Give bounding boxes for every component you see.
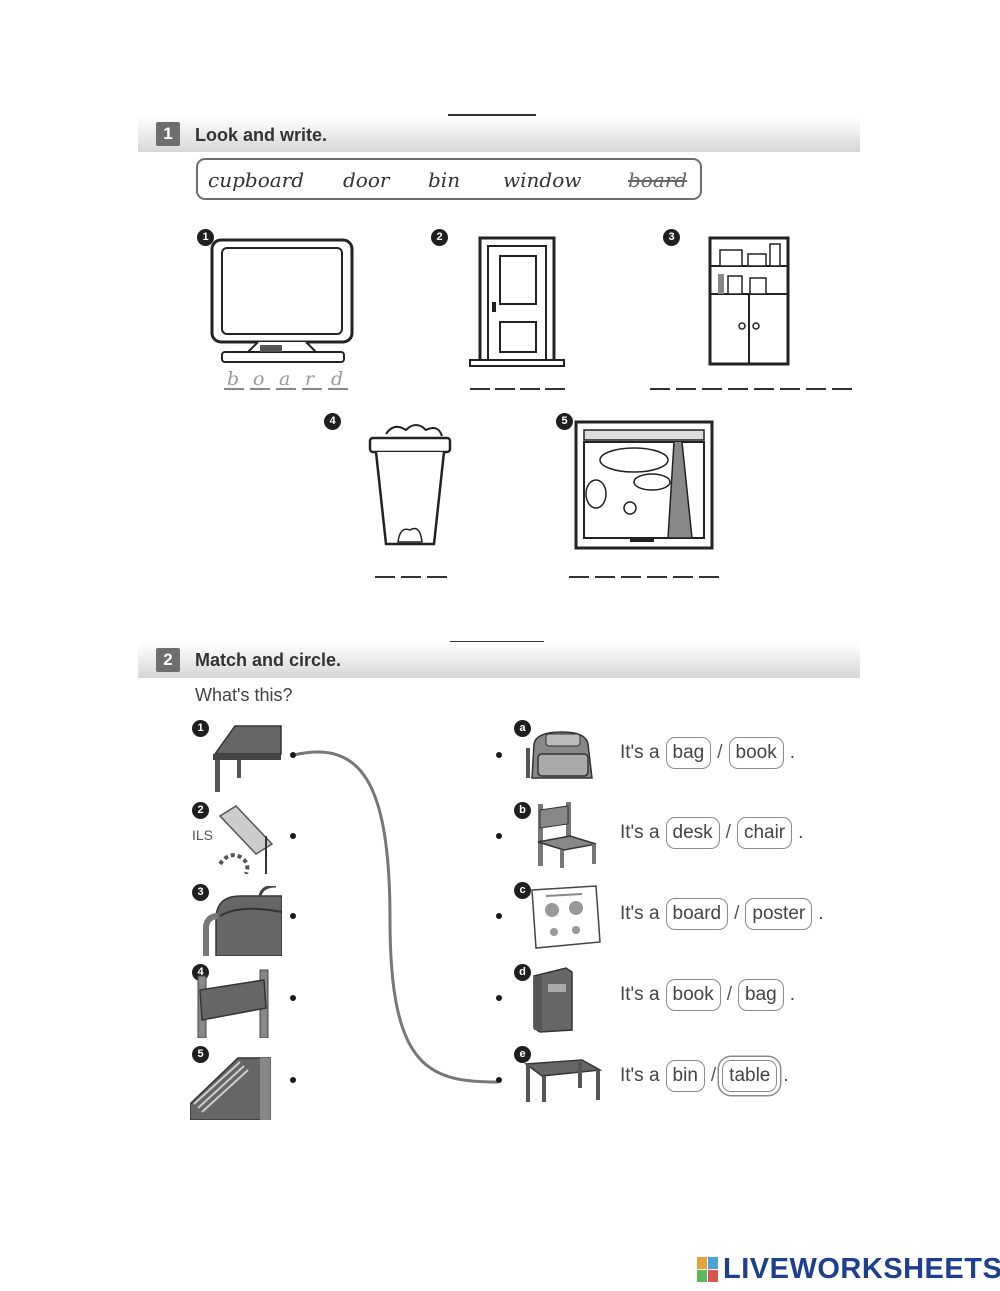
left-item-number: 1: [192, 720, 209, 737]
option-bag[interactable]: bag: [665, 737, 712, 769]
option-chair[interactable]: chair: [736, 817, 793, 849]
bag-corner-picture: [203, 886, 282, 956]
section2-title: Match and circle.: [195, 650, 342, 670]
poster-picture: [531, 885, 601, 949]
item-number: 1: [197, 229, 214, 246]
right-match-dot[interactable]: [496, 1077, 502, 1083]
bin-picture: [368, 424, 452, 546]
logo-text: LIVEWORKSHEETS: [723, 1253, 1000, 1285]
sentence-e: It's a bin / table .: [620, 1060, 789, 1092]
whiteboard-picture: [210, 238, 354, 363]
section1-title: Look and write.: [195, 125, 328, 145]
slash: /: [726, 984, 733, 1005]
question-label: What's this?: [195, 685, 293, 705]
period: .: [783, 1065, 789, 1086]
poster-fragment-text: ILS: [192, 827, 213, 843]
option-table-circled[interactable]: table: [722, 1060, 778, 1092]
period: .: [789, 984, 795, 1005]
right-match-dot[interactable]: [496, 752, 502, 758]
word-bank-word: window: [503, 168, 582, 192]
left-match-dot[interactable]: [290, 1077, 296, 1083]
door-picture: [469, 236, 565, 367]
sentence-prefix: It's a: [620, 984, 660, 1005]
option-desk[interactable]: desk: [665, 817, 720, 849]
left-item-number: 2: [192, 802, 209, 819]
slash: /: [717, 742, 723, 763]
right-match-dot[interactable]: [496, 913, 502, 919]
period: .: [818, 903, 824, 924]
left-match-dot[interactable]: [290, 833, 296, 839]
period: .: [789, 742, 795, 763]
left-match-dot[interactable]: [290, 752, 296, 758]
section2-number: 2: [156, 648, 180, 672]
cupboard-picture: [708, 236, 790, 366]
item-number: 5: [556, 413, 573, 430]
traced-letter: d: [331, 368, 344, 390]
item-number: 2: [431, 229, 448, 246]
word-bank-box: [196, 158, 702, 200]
left-match-dot[interactable]: [290, 995, 296, 1001]
left-item-number: 3: [192, 884, 209, 901]
section2-header-bar: [138, 642, 860, 678]
match-line: [293, 750, 499, 1084]
right-item-letter: c: [514, 882, 531, 899]
right-match-dot[interactable]: [496, 833, 502, 839]
logo-mark-icon: [697, 1256, 718, 1282]
option-poster[interactable]: poster: [745, 898, 813, 930]
word-bank-word: bin: [428, 168, 461, 192]
chair-picture: [537, 802, 597, 868]
item-number: 3: [663, 229, 680, 246]
right-item-letter: a: [514, 720, 531, 737]
right-match-dot[interactable]: [496, 995, 502, 1001]
traced-letter: b: [227, 368, 240, 390]
right-item-letter: d: [514, 964, 531, 981]
bag-picture: [526, 731, 593, 779]
right-item-letter: b: [514, 802, 531, 819]
section1-header-bar: [138, 116, 860, 152]
sentence-prefix: It's a: [620, 742, 660, 763]
sentence-a: It's a bag / book .: [620, 737, 795, 769]
option-board[interactable]: board: [665, 898, 729, 930]
left-item-number: 5: [192, 1046, 209, 1063]
desk-corner-picture: [213, 725, 282, 792]
item-number: 4: [324, 413, 341, 430]
sentence-prefix: It's a: [620, 822, 660, 843]
traced-letter: r: [305, 368, 315, 390]
book-corner-picture: [190, 1057, 271, 1120]
chair-corner-picture: [197, 969, 269, 1038]
period: .: [798, 822, 804, 843]
section1-number: 1: [156, 122, 180, 146]
sentence-b: It's a desk / chair .: [620, 817, 803, 849]
option-bin[interactable]: bin: [665, 1060, 705, 1092]
poster-corner-picture: ILS: [192, 805, 274, 874]
option-bag[interactable]: bag: [738, 979, 784, 1011]
word-bank-word: door: [343, 168, 390, 192]
book-picture: [533, 967, 573, 1033]
slash: /: [725, 822, 731, 843]
slash: /: [734, 903, 740, 924]
option-book[interactable]: book: [665, 979, 721, 1011]
slash: /: [710, 1065, 717, 1086]
traced-letter: a: [279, 368, 291, 390]
window-picture: [574, 420, 714, 550]
liveworksheets-logo: LIVEWORKSHEETS: [697, 1253, 1000, 1286]
sentence-prefix: It's a: [620, 903, 660, 924]
right-item-letter: e: [514, 1046, 531, 1063]
option-book[interactable]: book: [728, 737, 784, 769]
sentence-c: It's a board / poster .: [620, 898, 824, 930]
table-picture: [523, 1059, 603, 1102]
word-bank-word: cupboard: [208, 168, 305, 192]
sentence-d: It's a book / bag .: [620, 979, 795, 1011]
left-match-dot[interactable]: [290, 913, 296, 919]
word-bank-word-crossed: board: [628, 168, 688, 192]
sentence-prefix: It's a: [620, 1065, 660, 1086]
traced-letter: o: [253, 368, 265, 390]
